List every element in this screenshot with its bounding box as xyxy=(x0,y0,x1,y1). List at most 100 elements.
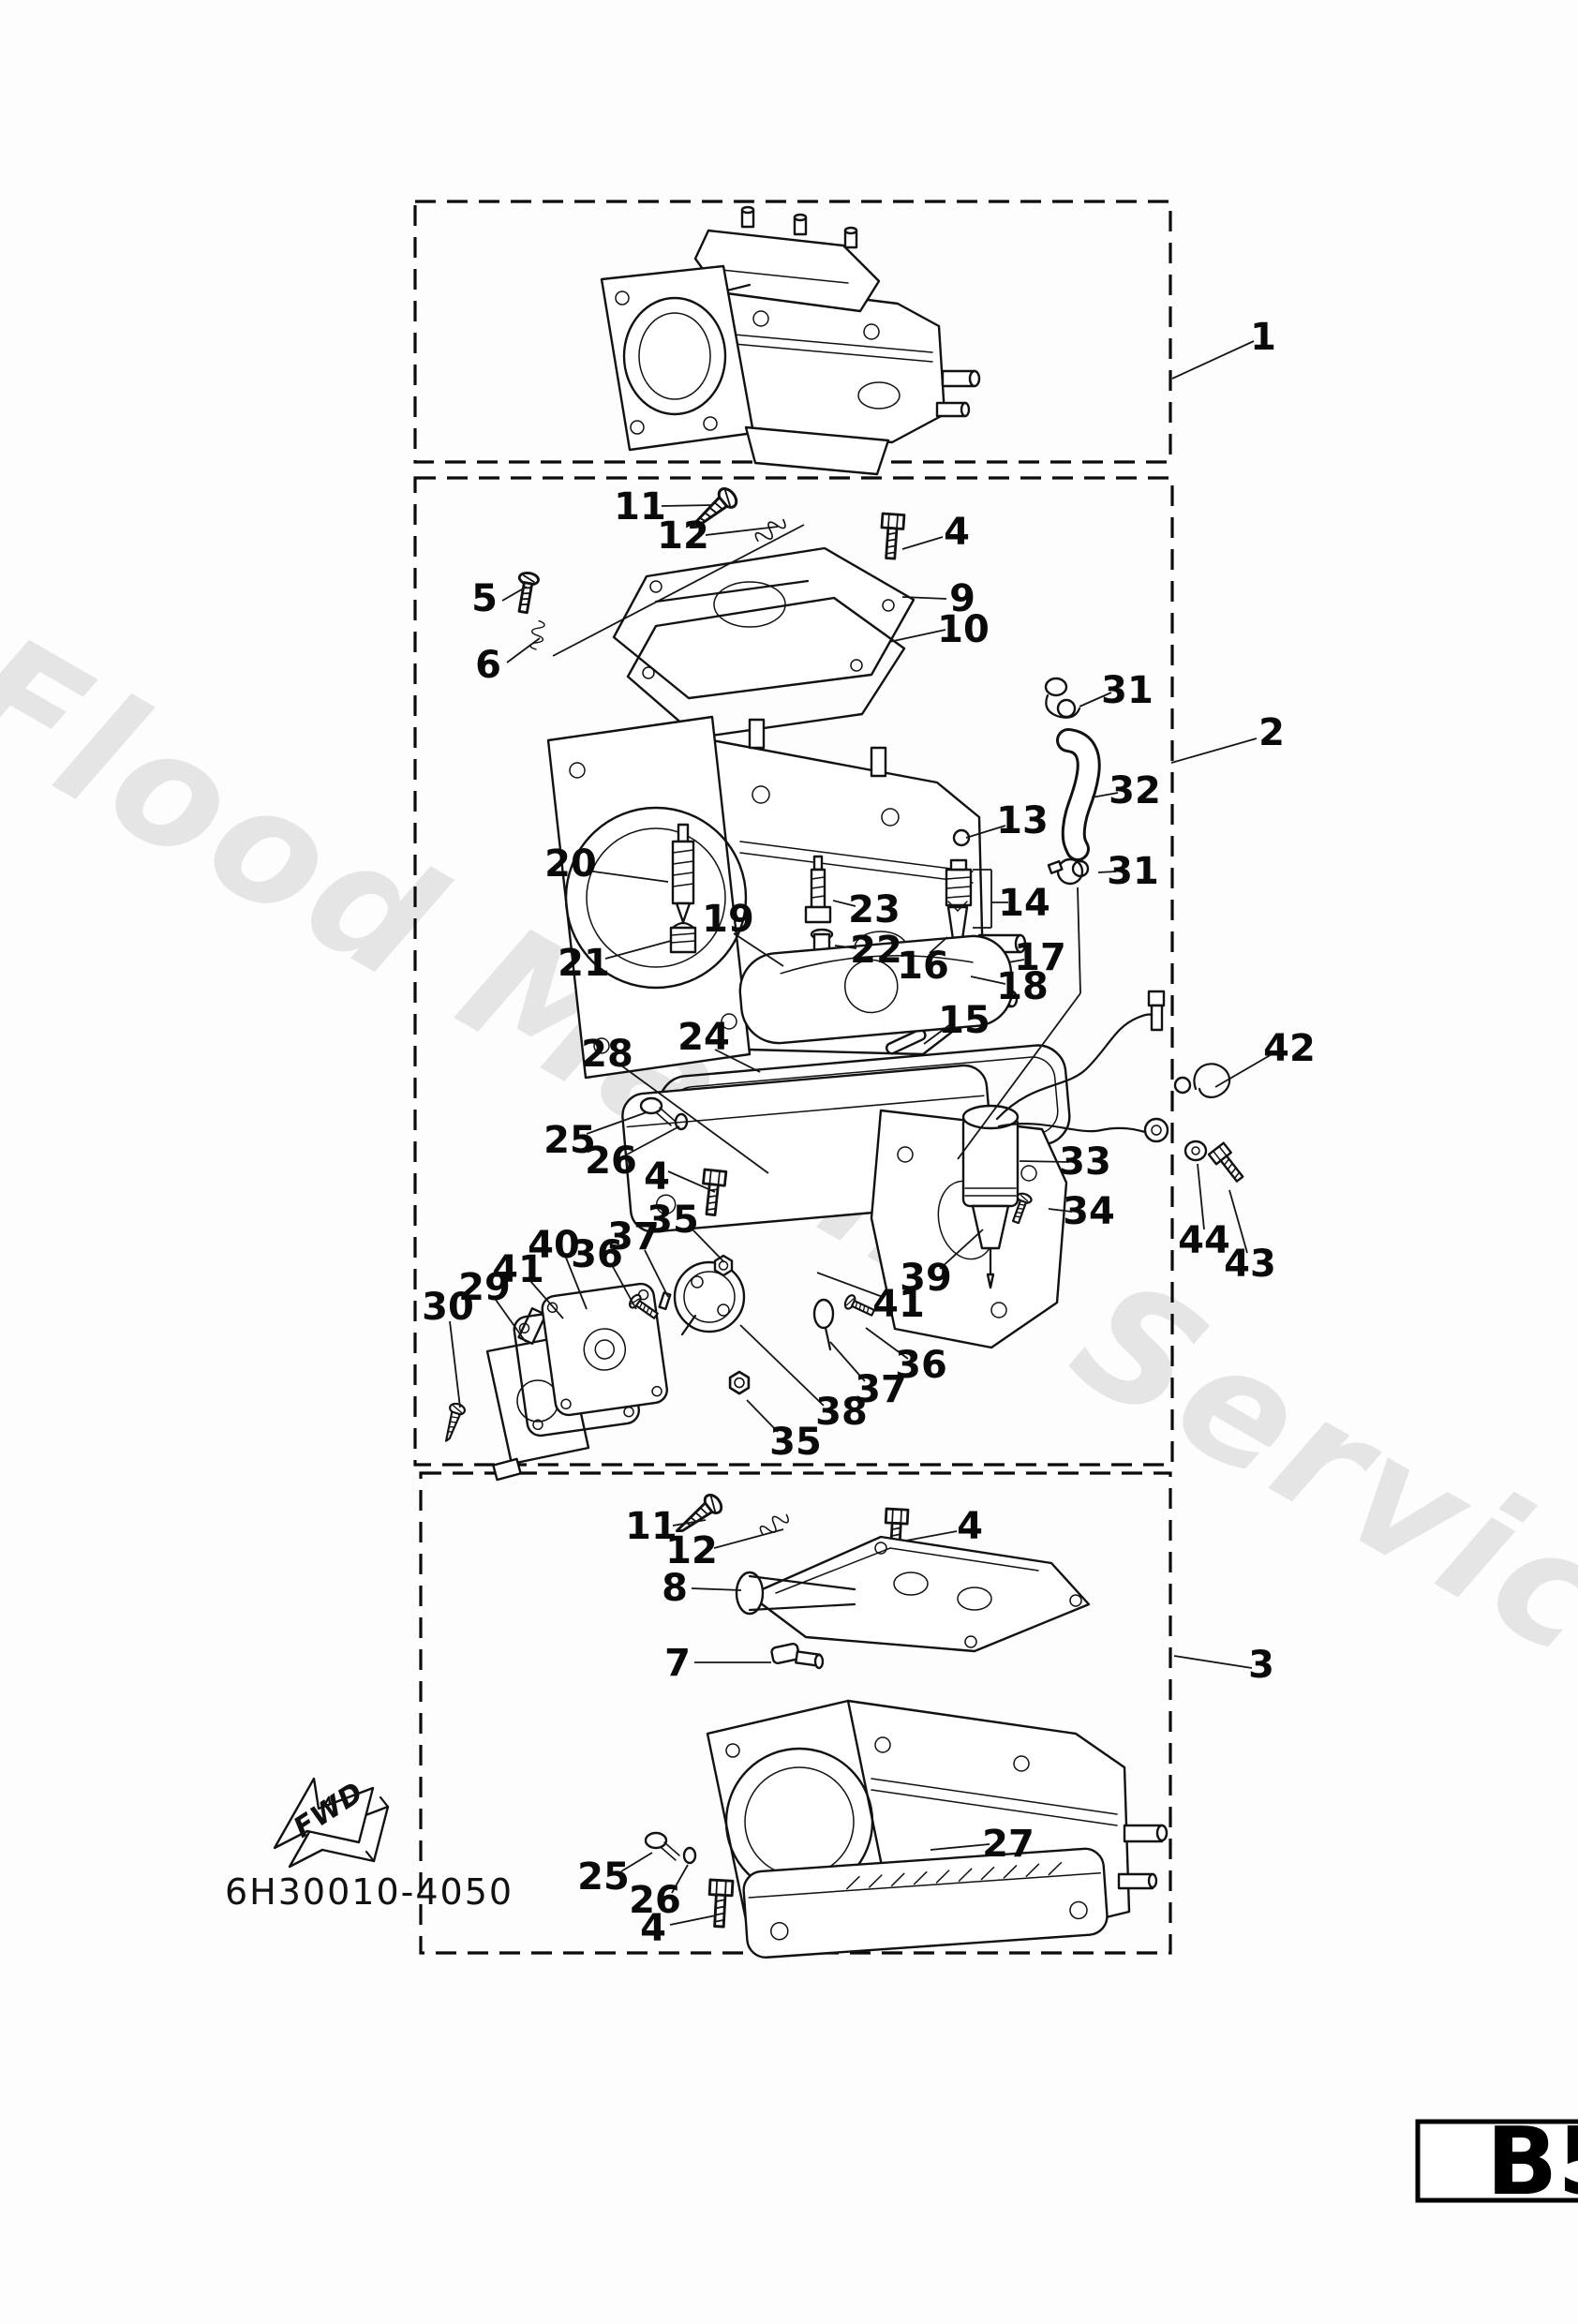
callout-21: 21 xyxy=(558,942,610,985)
callout-6: 6 xyxy=(475,644,501,687)
page-code: B5 xyxy=(1486,2107,1578,2216)
callout-41: 41 xyxy=(492,1248,544,1291)
leader-line xyxy=(714,1049,761,1073)
drawing-code: 6H30010-4050 xyxy=(225,1871,514,1913)
callout-23: 23 xyxy=(848,888,901,931)
callout-38: 38 xyxy=(815,1391,868,1434)
callout-30: 30 xyxy=(422,1286,474,1329)
callout-25: 25 xyxy=(543,1119,596,1162)
callout-24: 24 xyxy=(677,1016,730,1059)
leader-line xyxy=(939,1229,984,1270)
leader-line xyxy=(816,1272,884,1298)
callout-39: 39 xyxy=(900,1257,952,1300)
leader-line xyxy=(1171,340,1255,380)
carburetor-assembly-3 xyxy=(644,1490,1169,1959)
clamp-31-lower xyxy=(1047,857,1090,886)
leader-line xyxy=(1077,886,1081,994)
cover-screws xyxy=(740,205,858,249)
nut-35-bottom xyxy=(728,1370,751,1395)
callout-28: 28 xyxy=(581,1033,633,1076)
callout-18: 18 xyxy=(996,965,1049,1008)
callout-43: 43 xyxy=(1224,1243,1276,1286)
float-19 xyxy=(738,934,1014,1045)
callout-12: 12 xyxy=(665,1529,718,1572)
check-valve-37-right xyxy=(812,1298,835,1351)
leader-line xyxy=(901,536,944,550)
frame-assembly-2 xyxy=(413,476,1174,1467)
callout-15: 15 xyxy=(938,999,990,1042)
leader-line xyxy=(671,1864,689,1894)
main-jet-21 xyxy=(669,921,697,954)
callout-1: 1 xyxy=(1250,316,1276,359)
leader-line xyxy=(957,992,1081,1160)
pump-diaphragm-40 xyxy=(541,1282,668,1417)
callout-14: 14 xyxy=(998,882,1050,925)
callout-37: 37 xyxy=(855,1368,907,1411)
leader-lines xyxy=(449,340,1274,1926)
leader-line xyxy=(1173,1655,1253,1669)
leader-line xyxy=(739,1324,825,1407)
callout-2: 2 xyxy=(1258,711,1285,754)
float-pin-15 xyxy=(885,1028,927,1055)
callout-31: 31 xyxy=(1101,669,1154,712)
callout-33: 33 xyxy=(1059,1140,1111,1184)
callout-12: 12 xyxy=(657,514,709,558)
joint-31-upper xyxy=(1044,677,1081,719)
callout-37: 37 xyxy=(607,1215,660,1259)
fwd-arrow: FWD xyxy=(273,1776,390,1869)
leader-line xyxy=(669,1914,717,1926)
callout-11: 11 xyxy=(625,1505,677,1548)
nut-35-top xyxy=(713,1254,734,1277)
callout-4: 4 xyxy=(640,1907,666,1950)
leader-line xyxy=(644,1249,669,1298)
leader-line xyxy=(1019,1160,1070,1163)
screw-36-right xyxy=(841,1292,877,1320)
callout-20: 20 xyxy=(544,842,597,886)
leader-line xyxy=(529,1280,564,1319)
drain-screw-25 xyxy=(639,1096,676,1126)
leader-line xyxy=(923,1024,950,1045)
oring-26-b xyxy=(682,1846,697,1865)
callout-17: 17 xyxy=(1014,936,1066,979)
leader-line xyxy=(829,1341,866,1382)
leader-line xyxy=(611,1264,637,1310)
callout-41: 41 xyxy=(872,1283,925,1326)
leader-line xyxy=(604,940,672,960)
leader-line xyxy=(901,596,947,600)
leader-line xyxy=(586,870,669,883)
callout-29: 29 xyxy=(458,1266,511,1309)
leader-line xyxy=(565,1257,588,1310)
cover-assembly-8 xyxy=(735,1535,1091,1653)
callout-25: 25 xyxy=(577,1855,630,1899)
oring-26 xyxy=(674,1112,689,1131)
gasket-band-27 xyxy=(846,1861,1063,1890)
leader-line xyxy=(1228,1189,1248,1254)
callout-7: 7 xyxy=(664,1642,691,1685)
callout-26: 26 xyxy=(629,1879,681,1922)
leader-line xyxy=(930,1843,990,1851)
leader-line xyxy=(449,1320,461,1408)
callout-4: 4 xyxy=(957,1505,983,1548)
callout-36: 36 xyxy=(571,1233,623,1276)
callout-26: 26 xyxy=(585,1140,637,1183)
leader-line xyxy=(501,586,528,602)
callout-27: 27 xyxy=(982,1823,1035,1866)
leader-line xyxy=(672,1519,707,1527)
leader-line xyxy=(929,936,948,954)
leader-line xyxy=(692,1229,725,1263)
leader-line xyxy=(552,524,805,657)
main-nozzle-20 xyxy=(671,823,695,924)
hose-32 xyxy=(1056,728,1101,861)
leader-line xyxy=(970,976,1006,985)
leader-line xyxy=(965,825,1006,839)
needle-jet-23 xyxy=(804,855,832,924)
leader-line xyxy=(1214,1052,1274,1088)
solenoid-wire xyxy=(995,990,1169,1143)
leader-line xyxy=(1048,1208,1073,1213)
callout-4: 4 xyxy=(944,511,970,554)
drain-screw-25-b xyxy=(644,1831,680,1861)
leader-line xyxy=(713,1528,784,1549)
